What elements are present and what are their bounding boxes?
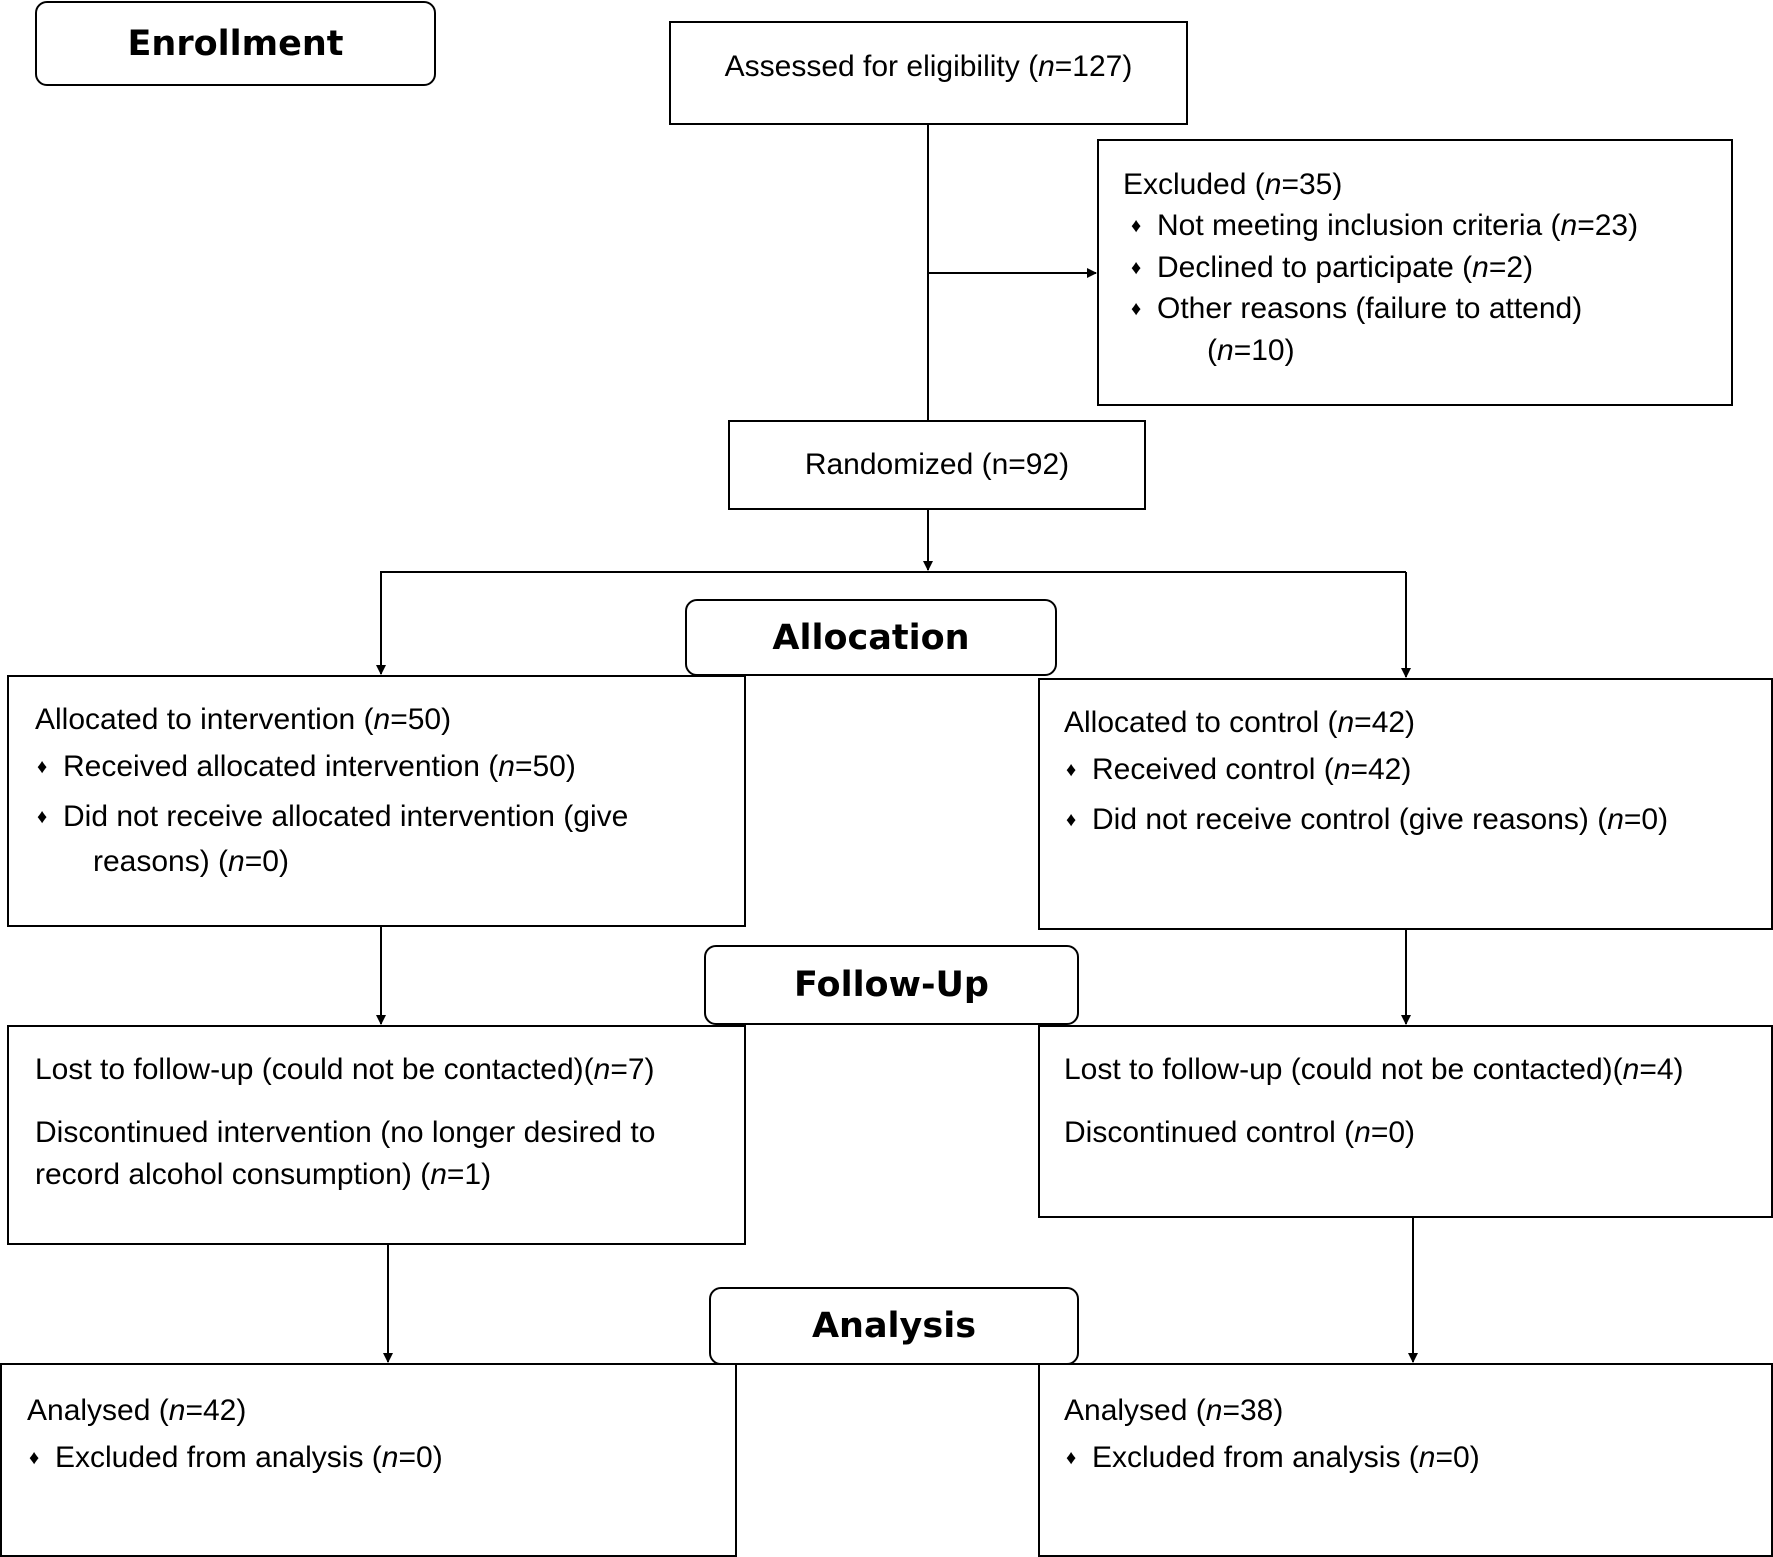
control-allocation-box: Allocated to control (n=42) Received con… (1038, 678, 1773, 930)
intervention-discontinued-continuation: record alcohol consumption) (n=1) (35, 1157, 492, 1191)
assessed-text: Assessed for eligibility (n=127) (724, 50, 1133, 84)
excluded-item: Other reasons (failure to attend) (1129, 288, 1731, 330)
stage-followup-label: Follow-Up (794, 965, 989, 1005)
intervention-received-item: Received allocated intervention (n=50) (35, 746, 744, 788)
excluded-box: Excluded (n=35) Not meeting inclusion cr… (1097, 139, 1733, 406)
intervention-discontinued-text: Discontinued intervention (no longer des… (35, 1116, 656, 1150)
randomized-text: Randomized (n=92) (804, 448, 1070, 482)
intervention-not-received-item: Did not receive allocated intervention (… (35, 796, 744, 838)
stage-enrollment-label: Enrollment (127, 23, 344, 64)
intervention-allocation-box: Allocated to intervention (n=50) Receive… (7, 675, 746, 927)
control-excluded-analysis-item: Excluded from analysis (n=0) (1064, 1437, 1771, 1479)
stage-enrollment: Enrollment (35, 1, 436, 86)
assessed-box: Assessed for eligibility (n=127) (669, 21, 1188, 125)
control-lost-text: Lost to follow-up (could not be contacte… (1064, 1053, 1684, 1086)
intervention-excluded-analysis-item: Excluded from analysis (n=0) (27, 1437, 735, 1479)
control-allocated-text: Allocated to control (n=42) (1064, 706, 1416, 739)
stage-analysis-label: Analysis (811, 1306, 977, 1346)
excluded-item-continuation: (n=10) (1207, 333, 1295, 367)
control-discontinued-text: Discontinued control (n=0) (1064, 1116, 1416, 1150)
excluded-header: Excluded (n=35) (1123, 168, 1343, 201)
excluded-item: Declined to participate (n=2) (1129, 247, 1731, 289)
stage-allocation: Allocation (685, 599, 1057, 676)
intervention-not-received-continuation: reasons) (n=0) (93, 845, 289, 879)
intervention-lost-text: Lost to follow-up (could not be contacte… (35, 1053, 655, 1086)
stage-followup: Follow-Up (704, 945, 1079, 1025)
stage-allocation-label: Allocation (772, 617, 970, 658)
stage-analysis: Analysis (709, 1287, 1079, 1365)
randomized-box: Randomized (n=92) (728, 420, 1146, 510)
intervention-analysed-text: Analysed (n=42) (27, 1394, 247, 1427)
intervention-followup-box: Lost to follow-up (could not be contacte… (7, 1025, 746, 1245)
intervention-analysis-box: Analysed (n=42) Excluded from analysis (… (0, 1363, 737, 1557)
control-not-received-item: Did not receive control (give reasons) (… (1064, 799, 1771, 841)
control-analysed-text: Analysed (n=38) (1064, 1394, 1284, 1427)
intervention-allocated-text: Allocated to intervention (n=50) (35, 703, 452, 736)
control-analysis-box: Analysed (n=38) Excluded from analysis (… (1038, 1363, 1773, 1557)
control-followup-box: Lost to follow-up (could not be contacte… (1038, 1025, 1773, 1218)
excluded-item: Not meeting inclusion criteria (n=23) (1129, 205, 1731, 247)
control-received-item: Received control (n=42) (1064, 749, 1771, 791)
